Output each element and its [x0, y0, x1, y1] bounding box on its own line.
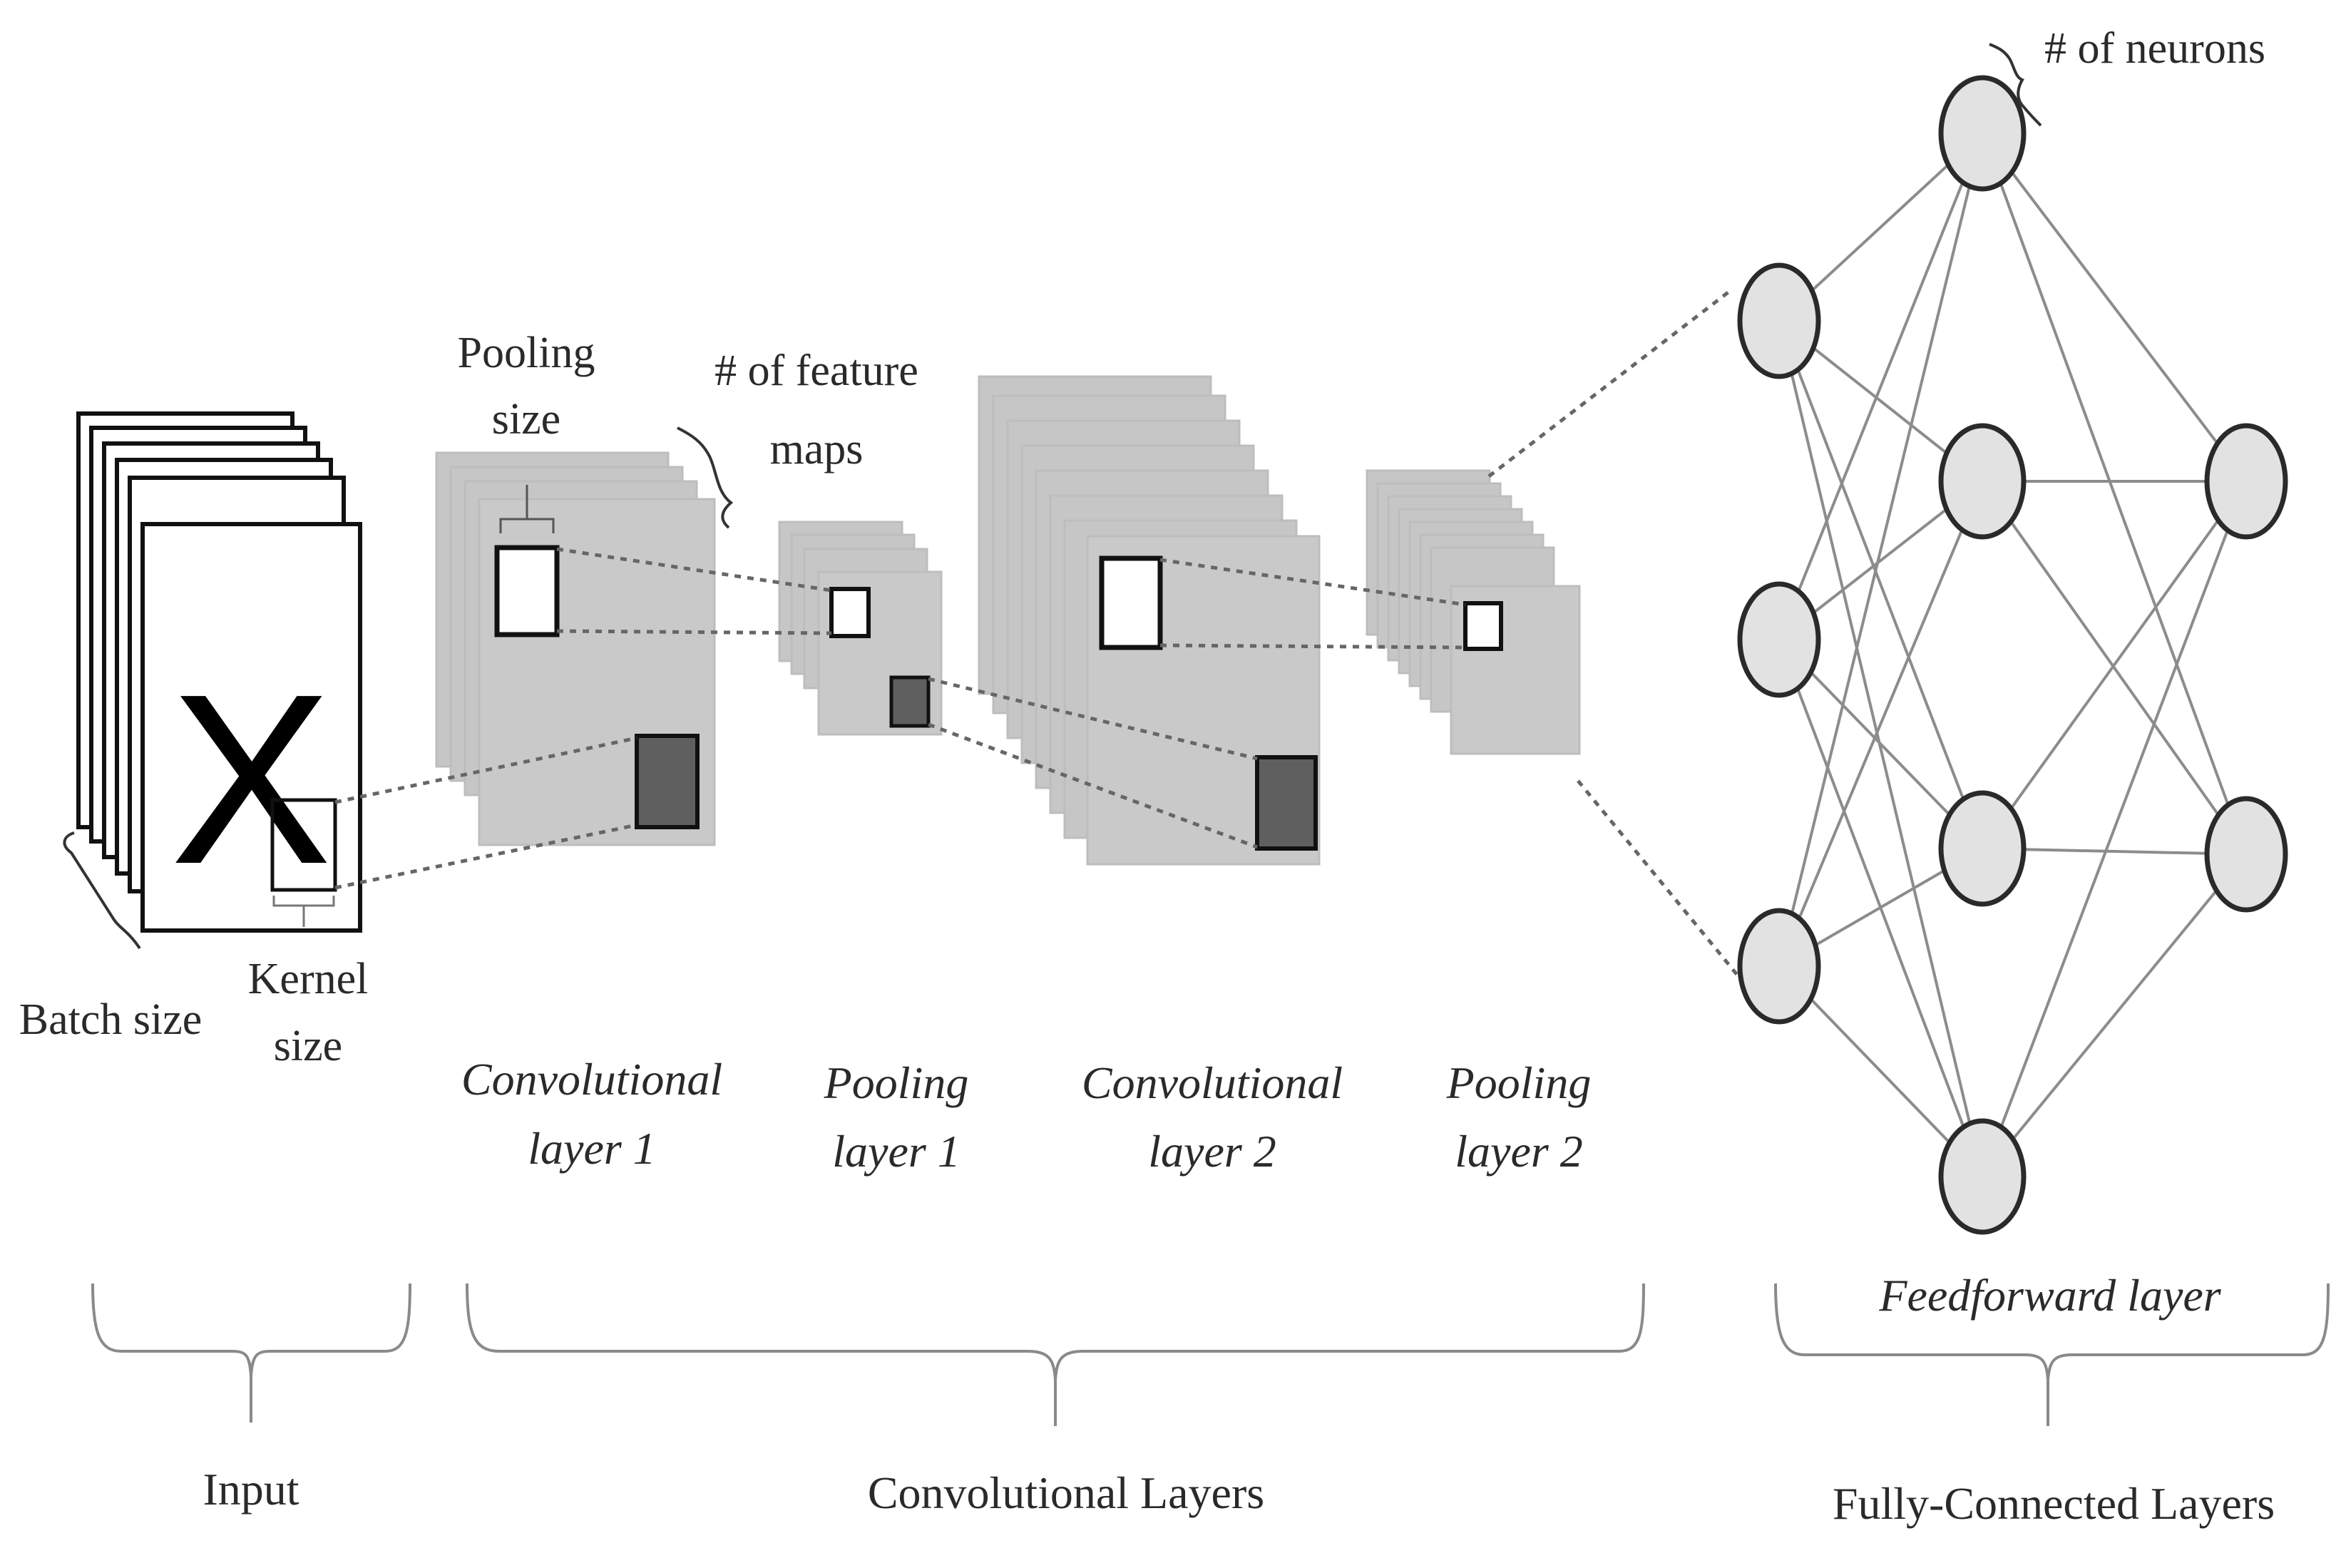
fc-edge — [1778, 320, 1984, 1177]
neuron — [1938, 423, 2027, 540]
kernel-window — [270, 798, 337, 892]
input-image-stack: X — [63, 411, 362, 950]
conv-layer-2-stack — [978, 375, 1321, 866]
connector-line — [334, 736, 637, 804]
input-glyph: X — [170, 644, 332, 915]
fc-edge — [1778, 133, 1984, 967]
convolutional-group-bracket — [466, 1283, 1645, 1426]
fc-edge — [1982, 847, 2247, 856]
layer-label-line1: Convolutional — [461, 1054, 722, 1105]
feature-maps-brace — [677, 426, 734, 529]
group-label-fully-connected: Fully-Connected Layers — [1833, 1478, 2275, 1529]
feature-maps-label-line1: # of feature — [714, 347, 918, 395]
group-label-input: Input — [203, 1464, 299, 1515]
kernel-size-label-line1: Kernel — [248, 955, 369, 1003]
group-label-convolutional: Convolutional Layers — [868, 1467, 1264, 1518]
fc-edge — [1981, 132, 2248, 483]
pooling-window — [494, 545, 560, 637]
pooling-size-label-line1: Pooling — [458, 329, 595, 377]
layer-label-line2: layer 1 — [832, 1126, 961, 1177]
connector-line — [928, 677, 1258, 761]
pooled-cell — [829, 587, 871, 638]
neuron — [2204, 796, 2288, 913]
pooling-size-label-line2: size — [492, 395, 560, 444]
fc-edge — [1981, 853, 2248, 1178]
feature-maps-label-line2: maps — [770, 425, 864, 473]
layer-label-line2: layer 1 — [528, 1123, 656, 1174]
pooled-output-patch — [889, 675, 931, 728]
connector-line — [1487, 287, 1734, 478]
neuron — [1737, 581, 1821, 698]
layer-label-line2: layer 2 — [1148, 1126, 1276, 1177]
batch-size-label: Batch size — [19, 995, 203, 1044]
input-image-front — [140, 522, 362, 933]
neuron — [1938, 790, 2027, 907]
neurons-brace — [1989, 43, 2042, 127]
layer-label-line1: Convolutional — [1082, 1057, 1343, 1108]
neurons-label: # of neurons — [2044, 24, 2265, 73]
connector-line — [556, 547, 832, 593]
kernel-size-label-line2: size — [274, 1022, 342, 1070]
fc-nodes — [1737, 75, 2288, 1235]
pool-layer-2-stack — [1366, 469, 1581, 755]
fc-edge — [1981, 133, 2248, 855]
connector-line — [334, 823, 637, 890]
receptive-field-connectors — [334, 287, 1752, 993]
input-group-bracket — [91, 1283, 411, 1423]
connector-line — [1159, 558, 1466, 607]
neuron — [2204, 423, 2288, 540]
fc-edge — [1981, 481, 2248, 1177]
fc-edge — [1778, 133, 1984, 640]
fc-edge — [1778, 481, 1984, 967]
layer-label-line2: layer 2 — [1455, 1126, 1583, 1177]
neuron — [1938, 1118, 2027, 1235]
pooling-window — [1099, 555, 1163, 650]
pool-layer-1-stack — [778, 521, 943, 736]
fc-edge — [1981, 480, 2248, 850]
connector-line — [1577, 779, 1752, 993]
neuron — [1737, 262, 1821, 379]
fc-edge — [1981, 480, 2248, 856]
conv-output-patch — [1255, 755, 1318, 851]
fc-edges — [1778, 132, 2248, 1178]
feedforward-layer-label: Feedforward layer — [1878, 1270, 2221, 1321]
fully-connected-group-bracket — [1774, 1283, 2330, 1426]
conv-output-patch — [635, 734, 700, 829]
layer-label-line1: Pooling — [824, 1057, 969, 1108]
fc-edge — [1778, 320, 1984, 849]
neuron — [1938, 75, 2027, 192]
pooled-cell — [1463, 601, 1503, 651]
layer-label-line1: Pooling — [1446, 1057, 1592, 1108]
batch-size-brace — [63, 831, 141, 950]
group-brackets — [91, 1283, 2330, 1426]
neuron — [1737, 908, 1821, 1025]
conv-layer-1-stack — [435, 426, 734, 846]
